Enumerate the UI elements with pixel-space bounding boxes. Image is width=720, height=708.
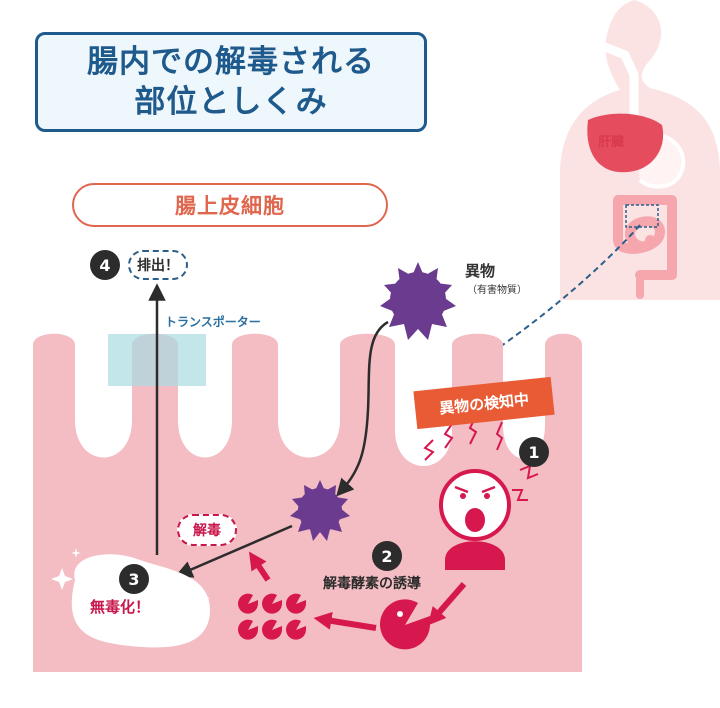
sparkle-icon	[51, 548, 210, 606]
intestine-organ	[613, 195, 677, 280]
enzyme-action-arrow	[249, 551, 271, 582]
enzyme-large-icon	[380, 599, 430, 650]
transporter-label: トランスポーター	[165, 315, 261, 329]
enzyme-group-icon	[238, 593, 306, 640]
uptake-path	[336, 320, 389, 497]
title-box: 腸内での解毒される 部位としくみ	[35, 32, 427, 132]
step-badge-1: 1	[519, 437, 549, 467]
receptor-character	[439, 469, 511, 570]
harmless-label: 無毒化！	[90, 598, 151, 616]
step-badge-4: 4	[90, 250, 120, 280]
liver-organ	[587, 113, 664, 173]
internal-foreign-icon	[290, 480, 350, 541]
foreign-sub-label: （有害物質）	[467, 285, 527, 296]
liver-label: 肝臓	[598, 135, 625, 150]
foreign-substance-icon	[380, 262, 456, 340]
cell-label: 腸上皮細胞	[72, 183, 388, 227]
detox-bubble: 解毒	[177, 514, 237, 546]
step-badge-2: 2	[372, 541, 402, 571]
alert-lines-icon	[423, 415, 539, 501]
title-line-1: 腸内での解毒される	[87, 44, 375, 80]
excrete-bubble: 排出！	[128, 250, 188, 280]
harmless-blob	[71, 554, 210, 648]
foreign-label: 異物	[465, 262, 496, 280]
step-badge-3: 3	[119, 564, 149, 594]
multiply-arrow	[313, 611, 377, 631]
body-silhouette	[560, 0, 720, 300]
induction-arrow	[427, 582, 467, 626]
enzyme-label: 解毒酵素の誘導	[323, 576, 421, 592]
zoom-pointer-line	[482, 224, 641, 359]
title-line-2: 部位としくみ	[134, 84, 328, 120]
detox-arrow	[174, 524, 293, 578]
